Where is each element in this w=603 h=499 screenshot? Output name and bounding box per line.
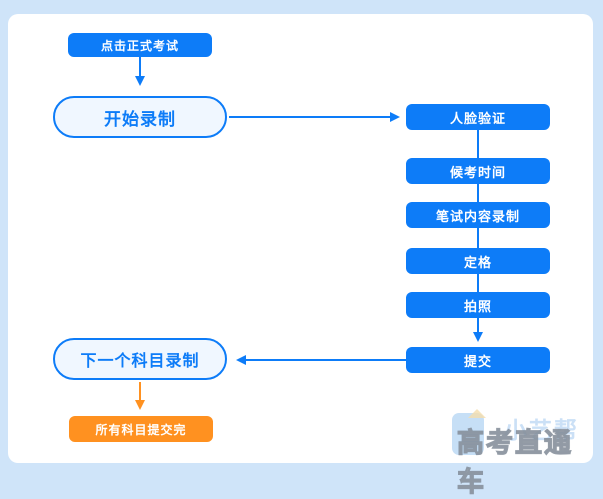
node-face-verification: 人脸验证 [406, 104, 550, 130]
node-waiting-time: 候考时间 [406, 158, 550, 184]
node-all-subjects-submitted: 所有科目提交完 [69, 416, 213, 442]
node-submit: 提交 [406, 347, 550, 373]
node-freeze-frame: 定格 [406, 248, 550, 274]
node-start-recording: 开始录制 [53, 96, 227, 138]
watermark-app-text: 小艺帮 [504, 417, 579, 443]
watermark: 小艺帮 高考直通车 [448, 405, 598, 498]
flowchart-canvas: 点击正式考试 开始录制 人脸验证 候考时间 笔试内容录制 定格 拍照 提交 下一… [8, 14, 598, 498]
flowchart-card [8, 14, 593, 463]
node-written-content-recording: 笔试内容录制 [406, 202, 550, 228]
node-take-photo: 拍照 [406, 292, 550, 318]
watermark-brand-text: 高考直通车 [456, 427, 573, 497]
watermark-logo-icon [452, 413, 484, 455]
node-click-formal-exam: 点击正式考试 [68, 33, 212, 57]
watermark-cap-icon [468, 409, 486, 418]
node-next-subject-recording: 下一个科目录制 [53, 338, 227, 380]
